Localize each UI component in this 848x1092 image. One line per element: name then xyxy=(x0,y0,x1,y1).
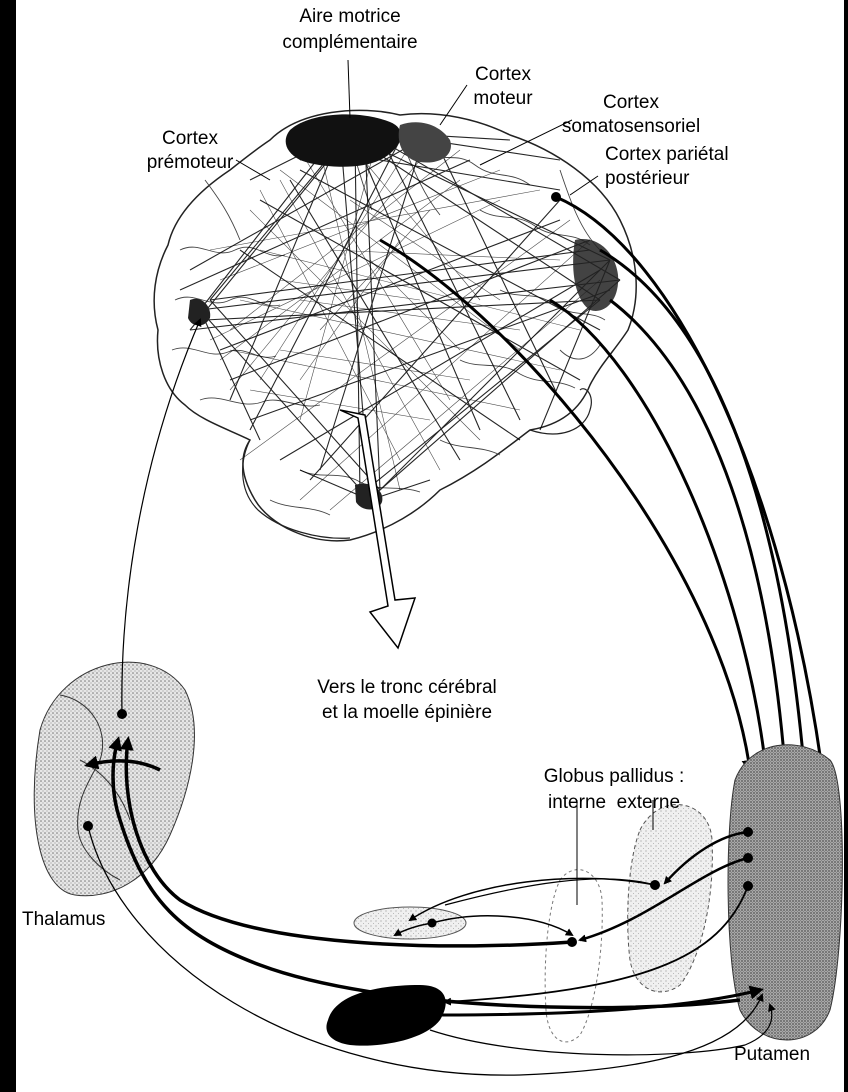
label-thalamus: Thalamus xyxy=(22,909,105,930)
label-descending-1: Vers le tronc cérébral xyxy=(317,677,497,698)
label-somato-2: somatosensoriel xyxy=(562,116,700,137)
label-premotor-2: prémoteur xyxy=(147,152,234,173)
label-putamen: Putamen xyxy=(734,1044,810,1065)
label-parietal-1: Cortex pariétal xyxy=(605,144,729,165)
label-premotor-1: Cortex xyxy=(162,128,218,149)
label-somato-1: Cortex xyxy=(603,92,659,113)
label-sma-1: Aire motrice xyxy=(299,6,400,27)
label-descending-2: et la moelle épinière xyxy=(322,702,492,723)
label-gp-1: Globus pallidus : xyxy=(544,766,684,787)
subthalamic-nucleus xyxy=(354,907,466,939)
label-gp-2: interne externe xyxy=(548,792,680,813)
label-motor-2: moteur xyxy=(473,88,533,109)
label-parietal-2: postérieur xyxy=(605,168,690,189)
label-sma-2: complémentaire xyxy=(282,32,417,53)
label-motor-1: Cortex xyxy=(475,64,531,85)
